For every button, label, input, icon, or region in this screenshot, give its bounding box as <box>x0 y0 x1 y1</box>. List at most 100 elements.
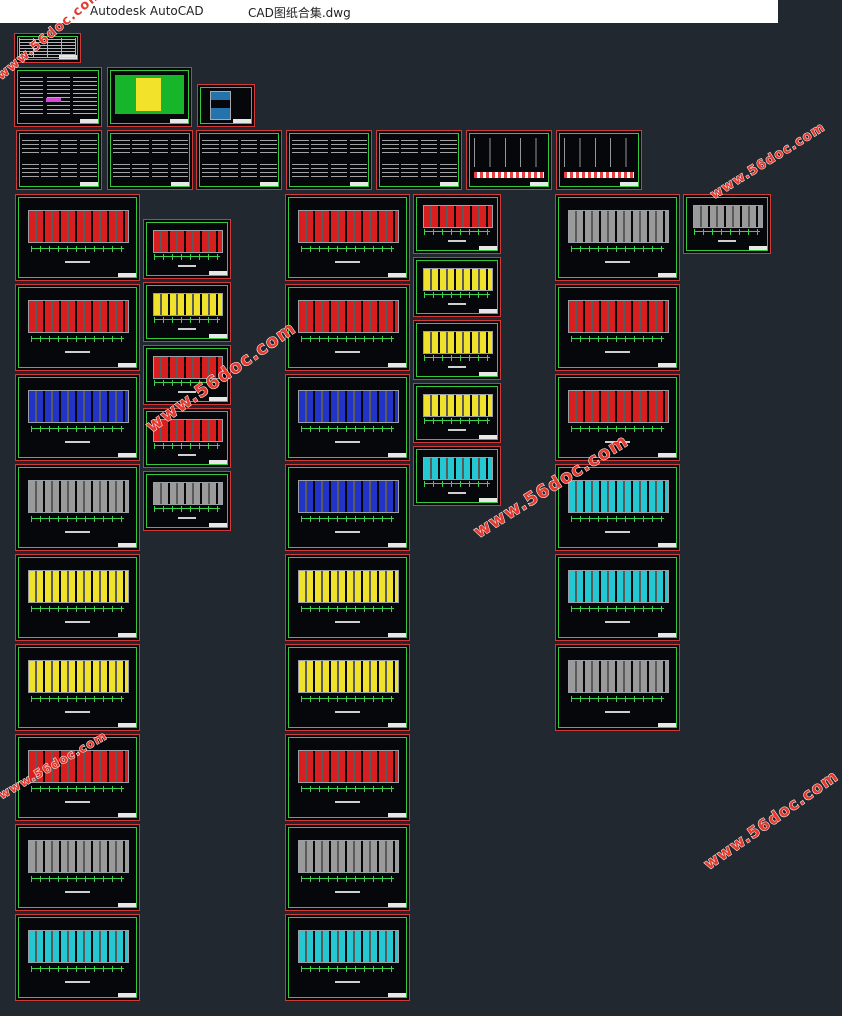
detail-block <box>132 137 150 154</box>
detail-block <box>80 162 97 178</box>
detail-block <box>221 162 239 178</box>
drawing-sheet[interactable] <box>15 464 140 551</box>
drawing-sheet[interactable] <box>285 284 410 371</box>
drawing-sheet[interactable] <box>286 130 372 190</box>
sheet-caption <box>65 801 90 804</box>
drawing-sheet[interactable] <box>285 194 410 281</box>
drawing-sheet[interactable] <box>107 67 192 127</box>
drawing-sheet[interactable] <box>413 257 501 317</box>
drawing-sheet[interactable] <box>285 374 410 461</box>
drawing-sheet[interactable] <box>555 284 680 371</box>
drawing-sheet[interactable] <box>555 194 680 281</box>
sheet-frame <box>289 133 369 187</box>
drawing-sheet[interactable] <box>15 914 140 1001</box>
drawing-sheet[interactable] <box>143 345 231 405</box>
drawing-sheet[interactable] <box>143 408 231 468</box>
drawing-sheet[interactable] <box>285 914 410 1001</box>
grid-axis <box>694 228 761 235</box>
detail-block <box>60 137 78 154</box>
drawing-sheet[interactable] <box>413 194 501 254</box>
drawing-sheet[interactable] <box>14 67 102 127</box>
drawing-sheet[interactable] <box>16 130 102 190</box>
floor-plan <box>568 390 669 423</box>
floor-plan <box>422 268 494 292</box>
sheet-caption <box>335 261 360 264</box>
sheet-title-block <box>118 903 136 907</box>
sheet-caption <box>178 454 196 457</box>
drawing-sheet[interactable] <box>413 320 501 380</box>
detail-block <box>240 162 258 178</box>
grid-axis <box>154 442 221 449</box>
sheet-caption <box>448 492 466 495</box>
drawing-sheet[interactable] <box>15 194 140 281</box>
drawing-sheet[interactable] <box>15 824 140 911</box>
sheet-caption <box>65 981 90 984</box>
floor-plan <box>422 331 494 355</box>
sheet-caption <box>448 366 466 369</box>
drawing-sheet[interactable] <box>285 554 410 641</box>
sheet-frame <box>288 287 407 368</box>
sheet-frame <box>18 737 137 818</box>
sheet-frame <box>288 377 407 458</box>
drawing-sheet[interactable] <box>555 554 680 641</box>
drawing-sheet[interactable] <box>143 219 231 279</box>
grid-axis <box>300 425 395 432</box>
sheet-frame <box>199 133 279 187</box>
sheet-notes <box>46 73 71 115</box>
drawing-sheet[interactable] <box>413 446 501 506</box>
sheet-notes <box>73 73 97 115</box>
drawing-sheet[interactable] <box>143 282 231 342</box>
drawing-sheet[interactable] <box>555 644 680 731</box>
drawing-sheet[interactable] <box>107 130 193 190</box>
sheet-frame <box>18 647 137 728</box>
floor-plan <box>28 570 129 603</box>
floor-plan <box>568 570 669 603</box>
drawing-sheet[interactable] <box>376 130 462 190</box>
detail-block <box>151 137 169 154</box>
detail-block <box>113 137 130 154</box>
drawing-sheet[interactable] <box>15 644 140 731</box>
detail-block <box>41 137 59 154</box>
sheet-caption <box>448 303 466 306</box>
sheet-caption <box>335 621 360 624</box>
grid-axis <box>30 425 125 432</box>
sheet-frame <box>18 377 137 458</box>
sheet-caption <box>718 240 736 243</box>
drawing-sheet[interactable] <box>555 374 680 461</box>
grid-axis <box>30 785 125 792</box>
detail-block <box>401 137 419 154</box>
drawing-sheet[interactable] <box>556 130 642 190</box>
detail-block <box>260 137 277 154</box>
drawing-sheet[interactable] <box>143 471 231 531</box>
drawing-sheet[interactable] <box>197 84 255 127</box>
drawing-sheet[interactable] <box>555 464 680 551</box>
floor-plan <box>28 660 129 693</box>
drawing-sheet[interactable] <box>196 130 282 190</box>
drawing-sheet[interactable] <box>285 644 410 731</box>
drawing-sheet[interactable] <box>285 464 410 551</box>
sheet-caption <box>65 351 90 354</box>
drawing-sheet[interactable] <box>15 284 140 371</box>
sheet-frame <box>288 197 407 278</box>
drawing-sheet[interactable] <box>285 734 410 821</box>
sheet-frame <box>379 133 459 187</box>
drawing-sheet[interactable] <box>14 33 81 63</box>
drawing-sheet[interactable] <box>683 194 771 254</box>
drawing-sheet[interactable] <box>413 383 501 443</box>
drawing-sheet[interactable] <box>15 374 140 461</box>
drawing-sheet[interactable] <box>285 824 410 911</box>
sheet-frame <box>288 647 407 728</box>
drawing-sheet[interactable] <box>15 734 140 821</box>
sheet-title-block <box>118 273 136 277</box>
sheet-frame <box>416 260 498 314</box>
sheet-title-block <box>479 498 497 502</box>
drawing-sheet[interactable] <box>15 554 140 641</box>
drawing-sheet[interactable] <box>466 130 552 190</box>
sheet-title-block <box>479 309 497 313</box>
sheet-title-block <box>350 182 368 186</box>
sheet-title-block <box>209 460 227 464</box>
grid-axis <box>154 316 221 323</box>
sheet-title-block <box>388 543 406 547</box>
detail-block <box>202 137 219 154</box>
